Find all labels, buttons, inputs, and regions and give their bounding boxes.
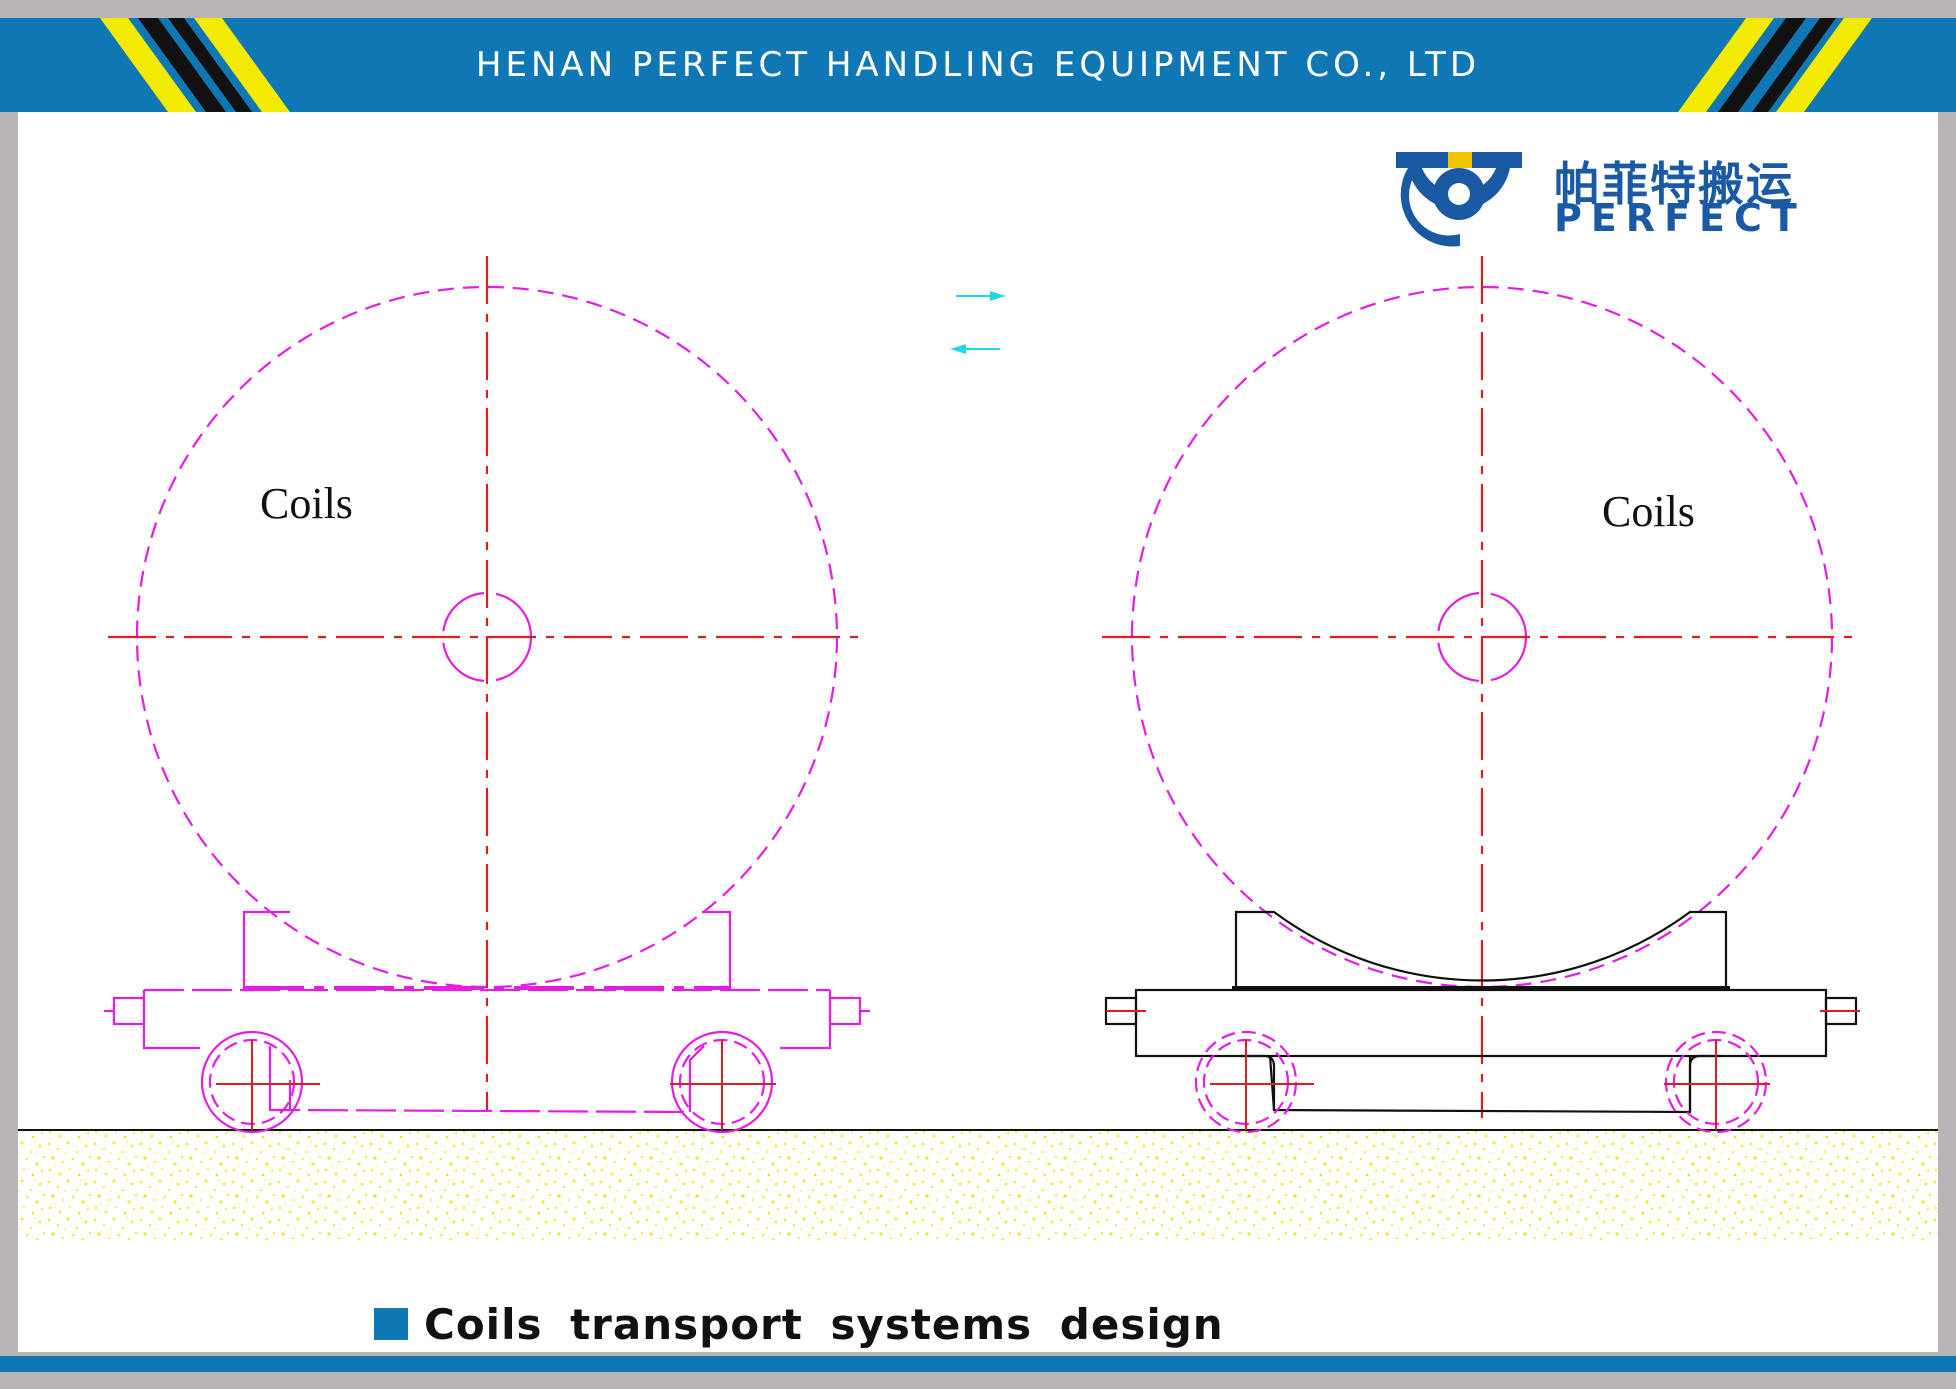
caption-text: Coils transport systems design [424,1299,1224,1349]
header-stripe-black-left-2 [168,18,252,112]
logo-chinese-text: 帕菲特搬运 [1554,157,1794,211]
left-buffer-right [828,996,862,1026]
perfect-logo-icon [1396,152,1522,247]
header-stripes [100,18,1872,112]
left-buffer-left [112,996,146,1026]
ground-sand [18,1130,1938,1240]
left-cart-wheel-rear [670,1030,776,1134]
left-saddle-left [242,910,290,990]
left-frame-left [142,990,200,1050]
header-stripe-yellow-right-2 [1776,18,1872,112]
arrow-right-icon [990,291,1006,301]
arrow-left-icon [950,344,966,354]
left-frame-bottom [288,1080,692,1114]
left-frame-right [780,990,832,1050]
left-coil-label: Coils [260,479,353,528]
logo-english-text: PERFECT [1554,196,1806,240]
right-coil-label: Coils [1602,487,1695,536]
left-saddle-right [702,910,732,990]
header-stripe-yellow-left-1 [100,18,196,112]
footer-bar [0,1356,1956,1372]
left-cart-wheel-front [200,1030,320,1134]
company-logo: 帕菲特搬运 PERFECT [1394,148,1814,248]
right-saddle [1234,910,1728,988]
direction-arrows [950,291,1006,354]
header-stripe-yellow-left-2 [194,18,290,112]
header-stripe-black-right-2 [1752,18,1836,112]
header-stripe-yellow-right-1 [1678,18,1774,112]
caption: Coils transport systems design [374,1296,1224,1352]
left-coil-cart [104,256,870,1134]
caption-square-icon [374,1308,408,1340]
header-bar: HENAN PERFECT HANDLING EQUIPMENT CO., LT… [0,18,1956,112]
right-coil-cart [1102,256,1862,1134]
right-cart-wheel-front [1194,1030,1314,1134]
header-stripe-black-right-1 [1718,18,1806,112]
header-stripe-black-left-1 [138,18,226,112]
header-title: HENAN PERFECT HANDLING EQUIPMENT CO., LT… [475,45,1481,85]
right-frame-bottom [1268,1055,1692,1114]
right-cart-wheel-rear [1664,1030,1770,1134]
